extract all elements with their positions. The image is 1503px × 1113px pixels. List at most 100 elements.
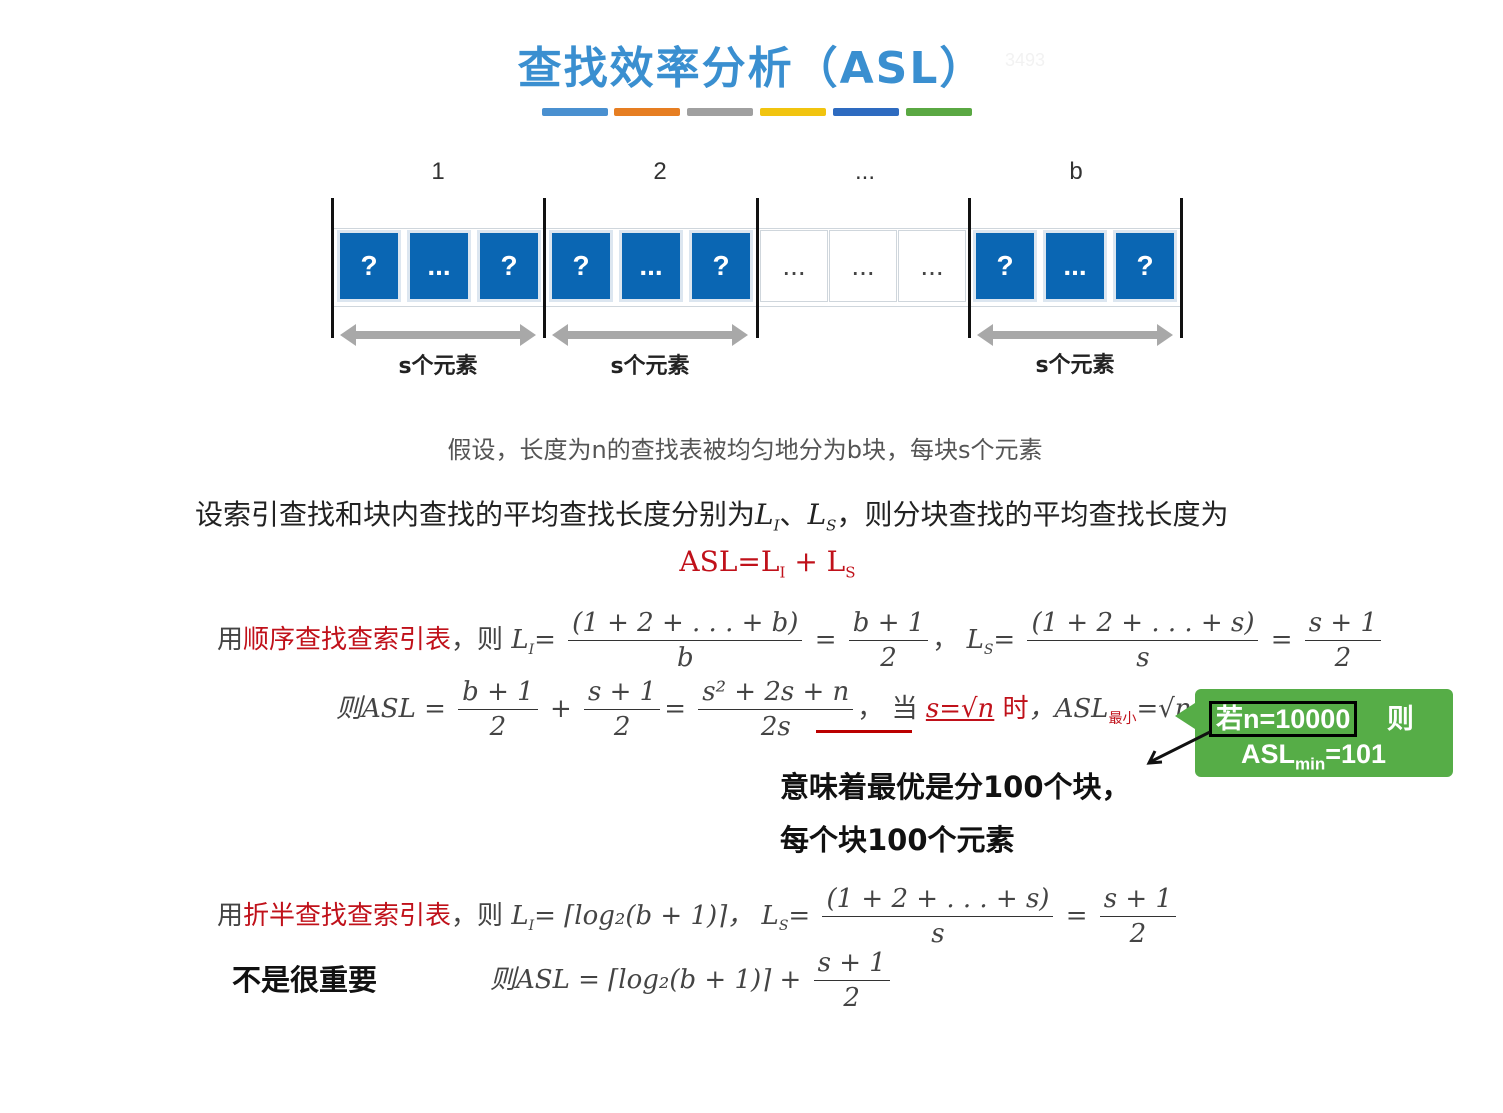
callout-min-subscript: min: [1295, 754, 1326, 774]
asl-formula-main: ASL=L: [679, 545, 780, 578]
block-divider: [543, 198, 546, 338]
underline-bar-5: [833, 108, 899, 116]
numerator: (1 + 2 + . . . + s): [1027, 608, 1259, 641]
equals-sign: =: [664, 694, 686, 724]
fraction: (1 + 2 + . . . + s)s: [822, 884, 1054, 949]
callout-then: 则: [1386, 704, 1414, 734]
optimal-condition: s=√n: [925, 694, 995, 724]
plus-sign: +: [549, 694, 572, 724]
denominator: 2: [1334, 643, 1352, 673]
asl-formula-sub-i: I: [779, 563, 786, 582]
numerator: (1 + 2 + . . . + s): [822, 884, 1054, 917]
comma: ，: [857, 694, 884, 724]
ls-subscript: S: [826, 516, 837, 535]
callout-boxed-value: 若n=10000: [1209, 701, 1358, 737]
double-arrow-icon: [340, 324, 536, 346]
cell-unknown: ?: [689, 230, 753, 302]
equals-sign: =: [993, 625, 1016, 655]
underline-bar-3: [687, 108, 753, 116]
binary-method: 折半查找查索引表: [243, 901, 452, 931]
equals-sign: =: [788, 901, 811, 931]
block-size-caption: s个元素: [610, 354, 690, 379]
cell-unknown: ?: [477, 230, 541, 302]
block-divider: [1180, 198, 1183, 338]
block-label-dots: ...: [854, 158, 875, 185]
example-callout: 若n=10000 则 ASLmin=101: [1175, 689, 1453, 777]
double-arrow-icon: [977, 324, 1173, 346]
callout-line-2: ASLmin=101: [1241, 739, 1386, 774]
numerator: s + 1: [1304, 608, 1381, 641]
underline-bar-4: [760, 108, 826, 116]
when-label: 当: [891, 694, 918, 724]
numerator: s + 1: [584, 677, 661, 710]
li-symbol: L: [511, 625, 529, 655]
ls-symbol: L: [807, 498, 827, 531]
numerator: s² + 2s + n: [698, 677, 854, 710]
arrow-icon: [1146, 730, 1211, 765]
numerator: b + 1: [458, 677, 538, 710]
double-arrow-icon: [552, 324, 748, 346]
denominator: 2s: [760, 712, 791, 742]
cell-unknown: ?: [973, 230, 1037, 302]
cell-empty: ...: [898, 230, 966, 302]
denominator: 2: [489, 712, 507, 742]
comma: ，: [932, 625, 959, 655]
numerator: b + 1: [848, 608, 929, 641]
use-label: 用: [217, 625, 244, 655]
block-label-b: b: [1069, 158, 1083, 185]
definition-prefix: 设索引查找和块内查找的平均查找长度分别为: [195, 498, 756, 531]
callout-value: =101: [1325, 739, 1387, 769]
fraction: (1 + 2 + . . . + b)b: [568, 608, 803, 673]
sequential-search-line: 用顺序查找查索引表，则 LI= (1 + 2 + . . . + b)b = b…: [217, 608, 1385, 673]
cell-empty: ...: [829, 230, 897, 302]
underline-bar-2: [614, 108, 680, 116]
denominator: 2: [1129, 919, 1147, 949]
asl-formula-sub-s: S: [845, 563, 856, 582]
ls-symbol: L: [761, 901, 779, 931]
definition-suffix: ，则分块查找的平均查找长度为: [836, 498, 1229, 531]
cell-ellipsis: ...: [407, 230, 471, 302]
assumption-text: 假设，长度为n的查找表被均匀地分为b块，每块s个元素: [447, 436, 1043, 464]
watermark: 3493: [1005, 50, 1046, 70]
fraction: (1 + 2 + . . . + s)s: [1027, 608, 1259, 673]
li-subscript: I: [528, 642, 535, 659]
denominator: 2: [843, 983, 860, 1013]
li-symbol: L: [511, 901, 529, 931]
cell-unknown: ?: [337, 230, 401, 302]
then-label: ，则: [451, 901, 504, 931]
block-divider: [756, 198, 759, 338]
denominator: 2: [880, 643, 897, 673]
separator: 、: [779, 498, 808, 531]
cell-ellipsis: ...: [619, 230, 683, 302]
li-expression: = ⌈log₂(b + 1)⌉，: [534, 901, 754, 931]
not-important-note: 不是很重要: [232, 963, 378, 997]
block-size-caption: s个元素: [1035, 353, 1115, 378]
underline-bar-6: [906, 108, 972, 116]
callout-asl: ASL: [1241, 739, 1295, 769]
numerator: s + 1: [813, 948, 890, 981]
denominator: s: [1136, 643, 1150, 673]
equals-sign: =: [534, 625, 556, 655]
callout-line-1: 若n=10000 则: [1209, 697, 1414, 737]
block-divider: [331, 198, 334, 338]
page-title: 查找效率分析（ASL）: [517, 43, 986, 94]
note-line-1: 意味着最优是分100个块，: [780, 770, 1131, 804]
numerator: (1 + 2 + . . . + b): [568, 608, 803, 641]
block-label-1: 1: [431, 158, 445, 185]
li-subscript: I: [773, 516, 780, 535]
cell-unknown: ?: [549, 230, 613, 302]
denominator: b: [676, 643, 694, 673]
denominator: 2: [613, 712, 631, 742]
li-symbol: L: [755, 498, 774, 531]
sequential-method: 顺序查找查索引表: [243, 625, 452, 655]
binary-asl-lhs: 则ASL = ⌈log₂(b + 1)⌉ +: [490, 965, 802, 995]
